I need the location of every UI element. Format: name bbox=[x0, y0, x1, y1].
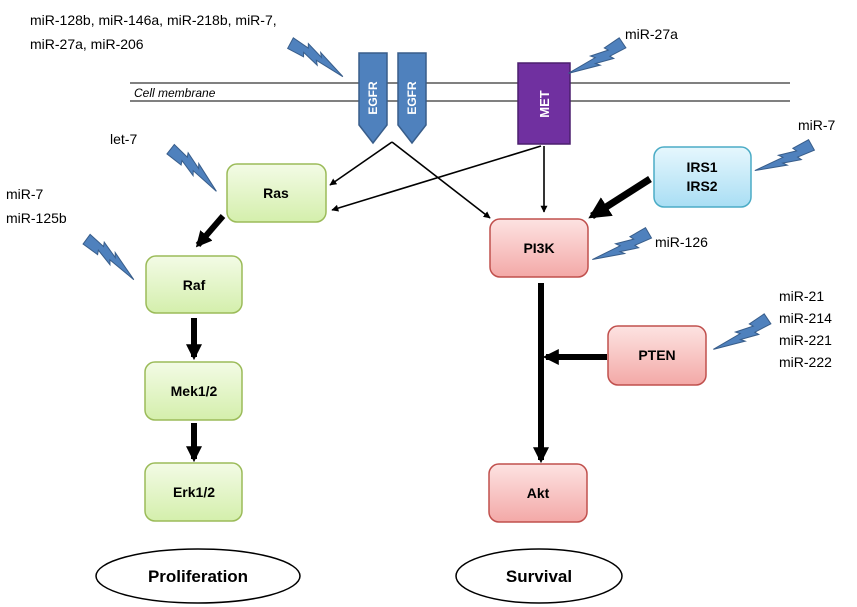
lightning-bolt-icon bbox=[166, 143, 217, 192]
mek-label: Mek1/2 bbox=[171, 383, 218, 399]
cell-membrane: Cell membrane bbox=[130, 82, 790, 102]
mirna-ras: let-7 bbox=[110, 131, 137, 147]
node-pten: PTEN bbox=[607, 325, 707, 386]
lightning-bolt-icon bbox=[713, 313, 772, 350]
mirna-irs: miR-7 bbox=[798, 117, 836, 133]
raf-label: Raf bbox=[183, 277, 206, 293]
arrow-egfr-to-pi3k bbox=[391, 141, 491, 219]
node-raf: Raf bbox=[145, 255, 243, 314]
irs1-label: IRS1 bbox=[686, 159, 717, 175]
mirna-labels: miR-128b, miR-146a, miR-218b, miR-7, miR… bbox=[6, 12, 836, 370]
lightning-bolt-icon bbox=[568, 37, 627, 74]
egfr-receptor-2: EGFR bbox=[397, 52, 427, 145]
pi3k-label: PI3K bbox=[523, 240, 554, 256]
mirna-raf-line1: miR-7 bbox=[6, 186, 44, 202]
met-receptor: MET bbox=[517, 62, 571, 145]
mirna-egfr-line2: miR-27a, miR-206 bbox=[30, 36, 144, 52]
arrow-ras-to-raf bbox=[195, 214, 226, 248]
egfr-receptor-1: EGFR bbox=[358, 52, 388, 145]
mirna-pten-line1: miR-21 bbox=[779, 288, 824, 304]
arrow-irs-to-pi3k bbox=[588, 176, 652, 219]
akt-label: Akt bbox=[527, 485, 550, 501]
arrow-met-to-ras bbox=[331, 145, 542, 212]
pten-label: PTEN bbox=[638, 347, 675, 363]
survival-label: Survival bbox=[506, 567, 572, 586]
outcome-proliferation: Proliferation bbox=[95, 548, 301, 604]
node-ras: Ras bbox=[226, 163, 327, 223]
lightning-bolt-icon bbox=[286, 37, 344, 78]
mirna-raf-line2: miR-125b bbox=[6, 210, 67, 226]
proliferation-label: Proliferation bbox=[148, 567, 248, 586]
egfr-label-1: EGFR bbox=[366, 81, 380, 115]
lightning-bolt-icon bbox=[754, 138, 816, 172]
node-irs: IRS1 IRS2 bbox=[653, 146, 752, 208]
thick-arrows bbox=[186, 176, 652, 464]
node-pi3k: PI3K bbox=[489, 218, 589, 278]
node-akt: Akt bbox=[488, 463, 588, 523]
ras-label: Ras bbox=[263, 185, 289, 201]
mirna-pi3k: miR-126 bbox=[655, 234, 708, 250]
mirna-pten-line2: miR-214 bbox=[779, 310, 832, 326]
mirna-pten-line3: miR-221 bbox=[779, 332, 832, 348]
mirna-met: miR-27a bbox=[625, 26, 678, 42]
irs2-label: IRS2 bbox=[686, 178, 717, 194]
mirna-egfr-line1: miR-128b, miR-146a, miR-218b, miR-7, bbox=[30, 12, 277, 28]
arrow-egfr-to-ras bbox=[329, 141, 393, 186]
lightning-bolts bbox=[82, 37, 816, 350]
mirna-pten-line4: miR-222 bbox=[779, 354, 832, 370]
met-label: MET bbox=[537, 90, 552, 118]
thin-arrows bbox=[329, 141, 548, 219]
node-mek: Mek1/2 bbox=[144, 361, 243, 421]
membrane-label: Cell membrane bbox=[134, 86, 216, 100]
node-erk: Erk1/2 bbox=[144, 462, 243, 522]
lightning-bolt-icon bbox=[82, 233, 135, 281]
outcome-survival: Survival bbox=[455, 548, 623, 604]
erk-label: Erk1/2 bbox=[173, 484, 215, 500]
lightning-bolt-icon bbox=[592, 226, 653, 261]
egfr-label-2: EGFR bbox=[405, 81, 419, 115]
